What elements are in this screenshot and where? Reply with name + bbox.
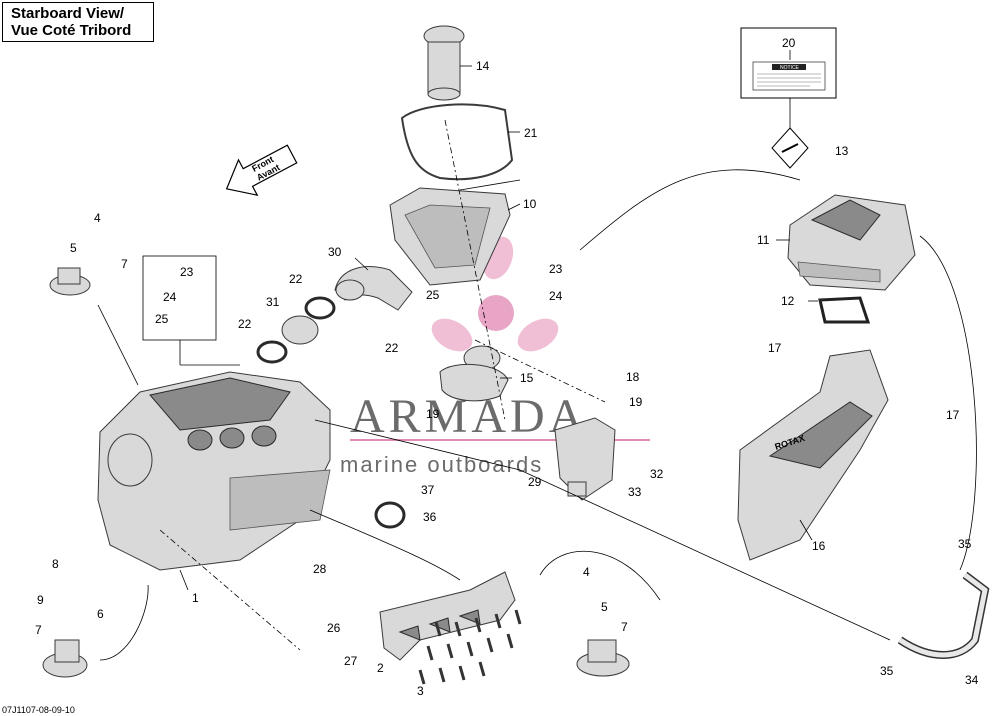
callout-27: 27 bbox=[344, 654, 358, 668]
notice-heading: NOTICE bbox=[780, 65, 800, 71]
intake-silencer: ROTAX bbox=[737, 349, 889, 561]
callout-2: 2 bbox=[377, 661, 384, 675]
callout-33: 33 bbox=[628, 485, 642, 499]
intake-elbow bbox=[334, 266, 413, 311]
view-title-line2: Vue Coté Tribord bbox=[11, 22, 132, 39]
callout-24-b: 24 bbox=[549, 289, 563, 303]
axis-exhaust bbox=[159, 529, 301, 651]
callout-13: 13 bbox=[835, 144, 849, 158]
rubber-sleeve bbox=[281, 315, 319, 345]
callout-22-b: 22 bbox=[238, 317, 252, 331]
callout-7: 7 bbox=[121, 257, 128, 271]
engine-mount-upper bbox=[49, 267, 91, 296]
drawing-code: 07J1107-08-09-10 bbox=[2, 705, 75, 715]
axis-flange bbox=[474, 339, 606, 403]
callout-32: 32 bbox=[650, 467, 664, 481]
guide-tube-right bbox=[919, 235, 977, 571]
front-direction-arrow: Front Avant bbox=[225, 144, 298, 197]
callout-36: 36 bbox=[423, 510, 437, 524]
callout-6: 6 bbox=[97, 607, 104, 621]
hose-clamp-lower bbox=[256, 340, 288, 364]
arrow-left-icon bbox=[225, 144, 298, 197]
engine-mount-lower-left bbox=[42, 639, 88, 678]
callout-12: 12 bbox=[781, 294, 795, 308]
callout-16: 16 bbox=[812, 539, 826, 553]
callout-22: 22 bbox=[289, 272, 303, 286]
exhaust-manifold bbox=[379, 571, 516, 661]
callout-25-b: 25 bbox=[426, 288, 440, 302]
engine-mount-lower-right bbox=[576, 639, 630, 677]
callout-18: 18 bbox=[626, 370, 640, 384]
watermark: ARMADA marine outboards bbox=[340, 236, 650, 477]
callout-17: 17 bbox=[768, 341, 782, 355]
callout-21: 21 bbox=[524, 126, 538, 140]
air-intake-tube bbox=[423, 25, 465, 101]
callout-37: 37 bbox=[421, 483, 435, 497]
guide-mount-right bbox=[539, 550, 661, 601]
callout-34: 34 bbox=[965, 673, 979, 687]
view-title-line1: Starboard View/ bbox=[11, 5, 125, 22]
callout-23: 23 bbox=[180, 265, 194, 279]
callout-31: 31 bbox=[266, 295, 280, 309]
callout-19-b: 19 bbox=[629, 395, 643, 409]
callout-17-b: 17 bbox=[946, 408, 960, 422]
guide-mount-lower bbox=[99, 584, 149, 661]
hose-clamp-upper bbox=[304, 296, 336, 320]
bolt-set bbox=[418, 609, 522, 685]
callout-1: 1 bbox=[192, 591, 199, 605]
guide-manifold bbox=[309, 509, 461, 581]
callout-30: 30 bbox=[328, 245, 342, 259]
callout-23-b: 23 bbox=[549, 262, 563, 276]
guide-airbox bbox=[459, 179, 521, 191]
callout-labels: 1 2 3 4 4 5 5 6 7 7 7 8 9 10 11 12 13 14… bbox=[35, 36, 979, 698]
callout-22-c: 22 bbox=[385, 341, 399, 355]
engine-block bbox=[97, 371, 331, 571]
throttle-flange bbox=[439, 345, 509, 402]
callout-26: 26 bbox=[327, 621, 341, 635]
callout-11: 11 bbox=[757, 233, 770, 247]
axis-centerline bbox=[444, 119, 506, 421]
callout-5-b: 5 bbox=[601, 600, 608, 614]
hose-clamp-36 bbox=[374, 501, 406, 529]
guide-hose bbox=[314, 419, 891, 641]
guide-mount-upper bbox=[97, 304, 139, 386]
engine-cover bbox=[787, 194, 916, 291]
callout-7-b: 7 bbox=[35, 623, 42, 637]
callout-5: 5 bbox=[70, 241, 77, 255]
fastener-inset-box bbox=[142, 255, 217, 341]
callout-3: 3 bbox=[417, 684, 424, 698]
callout-25: 25 bbox=[155, 312, 169, 326]
guide-cover bbox=[579, 169, 801, 251]
callout-10: 10 bbox=[523, 197, 537, 211]
callout-7-c: 7 bbox=[621, 620, 628, 634]
view-title-box: Starboard View/ Vue Coté Tribord bbox=[2, 2, 154, 42]
callout-28: 28 bbox=[313, 562, 327, 576]
cover-gasket bbox=[818, 296, 871, 324]
callout-9: 9 bbox=[37, 593, 44, 607]
air-box bbox=[389, 187, 511, 286]
callout-20: 20 bbox=[782, 36, 796, 50]
callout-35: 35 bbox=[958, 537, 972, 551]
callout-24: 24 bbox=[163, 290, 177, 304]
callout-19: 19 bbox=[426, 407, 440, 421]
callout-35-b: 35 bbox=[880, 664, 894, 678]
notice-label-box: NOTICE bbox=[740, 27, 837, 99]
callout-15: 15 bbox=[520, 371, 534, 385]
watermark-logo-icon bbox=[431, 236, 559, 352]
callout-4: 4 bbox=[94, 211, 101, 225]
manifold-housing bbox=[554, 417, 616, 501]
callout-4-b: 4 bbox=[583, 565, 590, 579]
callout-14: 14 bbox=[476, 59, 490, 73]
gasket-frame bbox=[400, 103, 514, 181]
callout-8: 8 bbox=[52, 557, 59, 571]
callout-29: 29 bbox=[528, 475, 542, 489]
watermark-subtitle: marine outboards bbox=[340, 452, 543, 477]
